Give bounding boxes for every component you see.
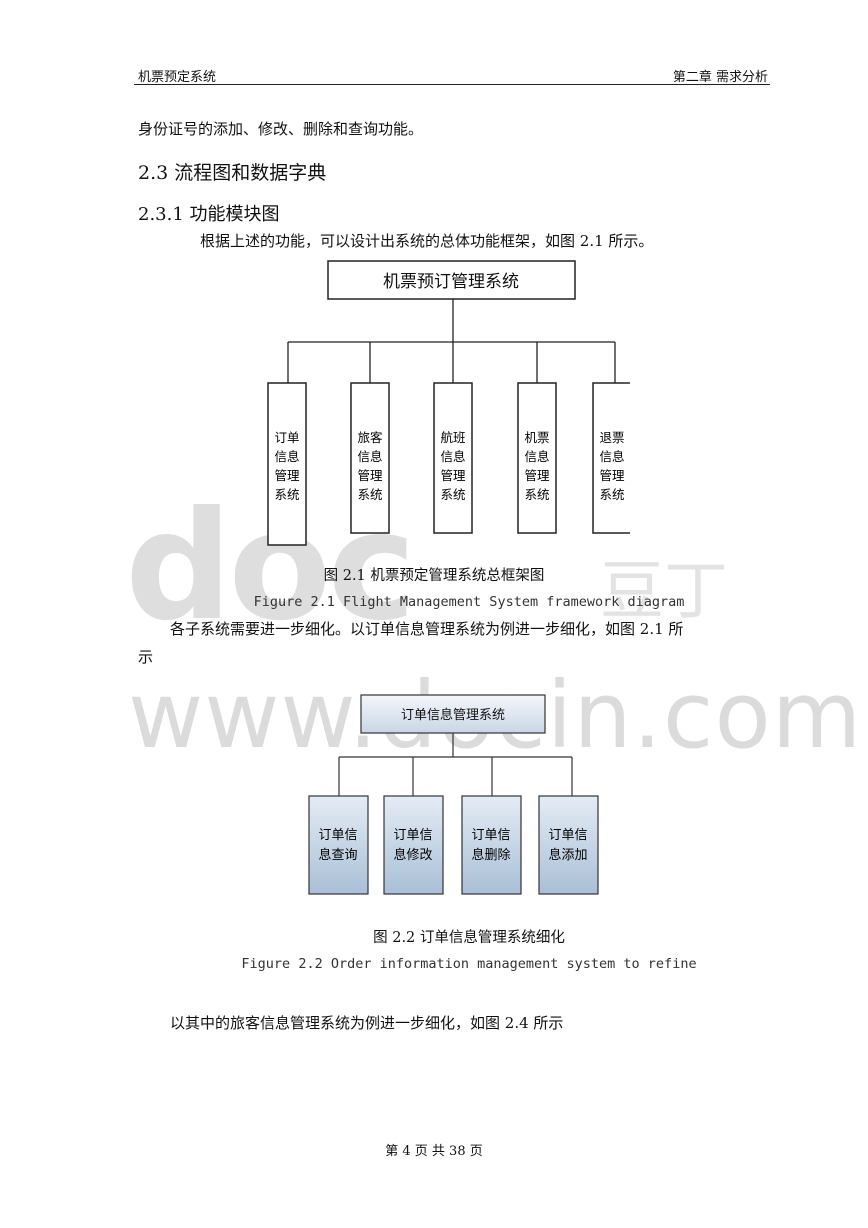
svg-text:信息: 信息 xyxy=(524,449,549,464)
fig2-child-modify: 订单信 息修改 xyxy=(383,795,444,895)
fig1-child-refund: 退票 信息 管理 系统 xyxy=(592,382,630,534)
paragraph-2: 根据上述的功能，可以设计出系统的总体功能框架，如图 2.1 所示。 xyxy=(200,232,654,250)
figure-1-caption: 图 2.1 机票预定管理系统总框架图 xyxy=(323,568,545,584)
fig2-child-delete: 订单信 息删除 xyxy=(461,795,522,895)
fig2-child-query: 订单信 息查询 xyxy=(308,795,369,895)
svg-text:信息: 信息 xyxy=(599,449,624,464)
svg-text:管理: 管理 xyxy=(274,468,300,483)
subsection-heading: 2.3.1 功能模块图 xyxy=(138,204,280,225)
svg-text:订单信: 订单信 xyxy=(548,828,587,843)
paragraph-3-line-2: 示 xyxy=(138,648,154,666)
paragraph-3-line-1: 各子系统需要进一步细化。以订单信息管理系统为例进一步细化，如图 2.1 所 xyxy=(170,620,684,638)
fig1-child-order: 订单 信息 管理 系统 xyxy=(267,382,307,546)
svg-text:息添加: 息添加 xyxy=(548,847,587,863)
svg-text:机票: 机票 xyxy=(524,430,549,445)
paragraph-1: 身份证号的添加、修改、删除和查询功能。 xyxy=(138,120,424,138)
svg-text:系统: 系统 xyxy=(357,487,382,502)
svg-text:信息: 信息 xyxy=(357,449,382,464)
svg-text:系统: 系统 xyxy=(274,487,299,502)
svg-text:订单: 订单 xyxy=(274,430,299,445)
svg-text:退票: 退票 xyxy=(599,430,624,445)
svg-text:管理: 管理 xyxy=(440,468,466,483)
svg-text:信息: 信息 xyxy=(274,449,299,464)
fig2-root-box xyxy=(360,694,546,734)
header-rule xyxy=(134,84,770,85)
fig2-child-add: 订单信 息添加 xyxy=(538,795,599,895)
header-chapter: 第二章 需求分析 xyxy=(672,70,768,85)
fig1-root-label: 机票预订管理系统 xyxy=(383,272,519,292)
svg-text:订单信: 订单信 xyxy=(393,828,432,843)
figure-1-caption-en: Figure 2.1 Flight Management System fram… xyxy=(253,594,685,610)
fig2-connectors xyxy=(338,757,573,796)
svg-text:系统: 系统 xyxy=(599,487,624,502)
svg-text:航班: 航班 xyxy=(440,430,465,445)
svg-text:息删除: 息删除 xyxy=(471,847,510,863)
svg-text:息查询: 息查询 xyxy=(318,847,357,863)
fig2-root-label: 订单信息管理系统 xyxy=(401,707,505,723)
fig1-child-flight: 航班 信息 管理 系统 xyxy=(433,382,473,534)
fig1-root-box xyxy=(327,260,576,300)
paragraph-4: 以其中的旅客信息管理系统为例进一步细化，如图 2.4 所示 xyxy=(170,1014,564,1032)
fig1-child-ticket: 机票 信息 管理 系统 xyxy=(517,382,557,534)
svg-text:息修改: 息修改 xyxy=(393,847,432,863)
svg-text:管理: 管理 xyxy=(599,468,625,483)
svg-text:订单信: 订单信 xyxy=(471,828,510,843)
svg-text:订单信: 订单信 xyxy=(318,828,357,843)
page-number: 第 4 页 共 38 页 xyxy=(385,1144,483,1159)
figure-2-caption-en: Figure 2.2 Order information management … xyxy=(241,956,697,972)
svg-text:系统: 系统 xyxy=(524,487,549,502)
svg-text:旅客: 旅客 xyxy=(357,430,383,445)
svg-text:信息: 信息 xyxy=(440,449,465,464)
section-heading: 2.3 流程图和数据字典 xyxy=(138,162,327,184)
svg-text:管理: 管理 xyxy=(524,468,550,483)
figure-1-diagram: 机票预订管理系统 订单 信息 管理 系统 旅客 信息 管理 系统 航班 信息 管… xyxy=(267,260,630,546)
figure-2-diagram: 订单信息管理系统 订单信 息查询 订单信 息修改 订单信 息删除 订单信 息添加 xyxy=(308,694,599,895)
fig1-connectors xyxy=(287,342,616,383)
svg-text:系统: 系统 xyxy=(440,487,465,502)
fig1-child-passenger: 旅客 信息 管理 系统 xyxy=(350,382,390,534)
header-title: 机票预定系统 xyxy=(138,70,217,85)
svg-text:管理: 管理 xyxy=(357,468,383,483)
watermark-logo-cn: 豆丁 xyxy=(600,555,728,629)
figure-2-caption: 图 2.2 订单信息管理系统细化 xyxy=(373,930,565,946)
